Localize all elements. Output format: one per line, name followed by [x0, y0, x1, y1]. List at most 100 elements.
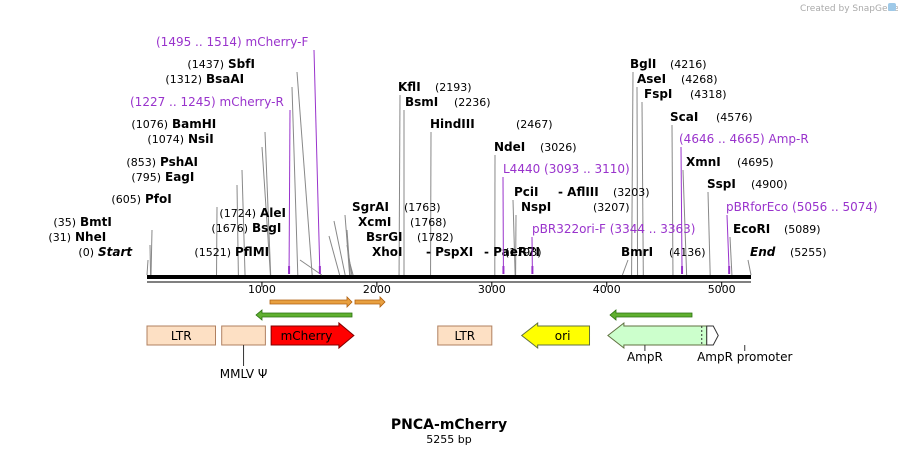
site-labels: Start(0)NheI(31)BmtI(35)PfoI(605)EagI(79…	[48, 57, 826, 259]
site-position: (35)	[53, 216, 76, 229]
site-leader	[346, 229, 351, 276]
site-position: (853)	[126, 156, 156, 169]
site-nsii: NsiI(1074)	[147, 132, 213, 146]
site-bsrgi: BsrGI (1782)	[366, 230, 454, 244]
site-leader	[707, 191, 711, 276]
site-leader	[149, 244, 152, 276]
site-position: (4576)	[716, 111, 753, 124]
site-name: BmrI	[621, 245, 653, 259]
site-name: XcmI	[358, 215, 391, 229]
site-leader	[631, 71, 634, 276]
site-name: NheI	[75, 230, 106, 244]
site-name: EcoRI	[733, 222, 770, 236]
site-afliii: - AflIII(3203)	[558, 185, 650, 199]
feature-arrow	[270, 321, 355, 350]
feature-box	[221, 325, 266, 346]
primer-leader	[680, 146, 683, 273]
site-position: (4268)	[681, 73, 718, 86]
tick-label: 4000	[593, 283, 621, 296]
site-name: BsgI	[252, 221, 281, 235]
site-leader	[641, 101, 644, 276]
site-position: (4318)	[690, 88, 727, 101]
primer-l4440: L4440 (3093 .. 3110)	[502, 162, 630, 274]
orf-arrow-2	[354, 296, 386, 308]
tick-label: 1000	[248, 283, 276, 296]
primer-label: pBR322ori-F (3344 .. 3363)	[532, 222, 695, 236]
map-subtitle: 5255 bp	[426, 433, 471, 446]
site-position: (0)	[78, 246, 94, 259]
site-name: NdeI	[494, 140, 525, 154]
site-name: SspI	[707, 177, 736, 191]
site-fspi: FspI(4318)	[644, 87, 727, 101]
site-position: (3207)	[593, 201, 630, 214]
site-leader	[747, 259, 752, 276]
site-position: (5089)	[784, 223, 821, 236]
feature-label: LTR	[171, 329, 192, 343]
site-position: (5255)	[790, 246, 827, 259]
site-leader	[299, 259, 323, 276]
site-name: BglI	[630, 57, 656, 71]
site-position: (2467)	[516, 118, 553, 131]
site-bmri: BmrI(4136)	[621, 245, 706, 259]
site-name: BmtI	[80, 215, 112, 229]
map-title: PNCA-mCherry	[391, 417, 507, 433]
site-paer7i: - PaeR7I	[484, 245, 540, 259]
site-position: (31)	[48, 231, 71, 244]
site-sgrai: SgrAI(1763)	[352, 200, 441, 214]
site-leader	[398, 94, 401, 276]
site-leader	[296, 71, 313, 276]
site-name: ScaI	[670, 110, 698, 124]
site-name: AseI	[637, 72, 666, 86]
site-name: PflMI	[235, 245, 269, 259]
site-leader	[264, 131, 272, 276]
site-position: (2193)	[435, 81, 472, 94]
feature-label: LTR	[454, 329, 475, 343]
site-alei: AleI(1724)	[219, 206, 286, 220]
site-position: (1676)	[211, 222, 248, 235]
site-name: PfoI	[145, 192, 172, 206]
feature-ltr: LTR	[146, 325, 217, 346]
site-position: (1782)	[417, 231, 454, 244]
site-pflmi: PflMI (1521)	[194, 245, 269, 259]
site-position: (1768)	[410, 216, 447, 229]
feature-ltr: LTR	[437, 325, 493, 346]
site-eagi: EagI (795)	[131, 170, 194, 184]
site-pcii: PciI	[514, 185, 539, 199]
primer-label: L4440 (3093 .. 3110)	[503, 162, 630, 176]
site-position: (1724)	[219, 207, 256, 220]
tick-label: 3000	[478, 283, 506, 296]
site-name: BsaAI	[206, 72, 244, 86]
feature-ampr: AmpR	[607, 321, 708, 364]
primer-mark	[728, 266, 731, 274]
site-end: End(5255)	[750, 245, 827, 259]
feature-label: AmpR	[627, 350, 663, 364]
primer-leader	[288, 109, 291, 273]
orf-arrows	[255, 296, 693, 321]
site-name: EagI	[165, 170, 194, 184]
site-bamhi: BamHI(1076)	[131, 117, 216, 131]
site-leader	[291, 86, 299, 276]
site-leader	[729, 236, 733, 276]
site-leader	[671, 124, 674, 276]
primer-mcherry-f: (1495 .. 1514) mCherry-F	[156, 35, 321, 274]
site-leader	[241, 169, 246, 276]
site-xmni: XmnI(4695)	[686, 155, 774, 169]
site-ecori: EcoRI (5089)	[733, 222, 821, 236]
primer-mark	[502, 266, 505, 274]
site-scai: ScaI (4576)	[670, 110, 753, 124]
site-position: (795)	[131, 171, 161, 184]
site-position: (1074)	[147, 133, 184, 146]
site-position: (1763)	[404, 201, 441, 214]
feature-mcherry: mCherry	[270, 321, 355, 350]
site-position: (1312)	[165, 73, 202, 86]
site-name: XmnI	[686, 155, 721, 169]
site-position: (1521)	[194, 246, 231, 259]
site-sbfi: SbfI(1437)	[187, 57, 255, 71]
primer-pbrforeco: pBRforEco (5056 .. 5074)	[726, 200, 878, 274]
site-name: BsrGI	[366, 230, 403, 244]
site-position: (2236)	[454, 96, 491, 109]
primer-pbr322ori-f: pBR322ori-F (3344 .. 3363)	[531, 222, 695, 274]
site-start: Start(0)	[78, 245, 133, 259]
orf-arrow-4	[609, 309, 693, 321]
